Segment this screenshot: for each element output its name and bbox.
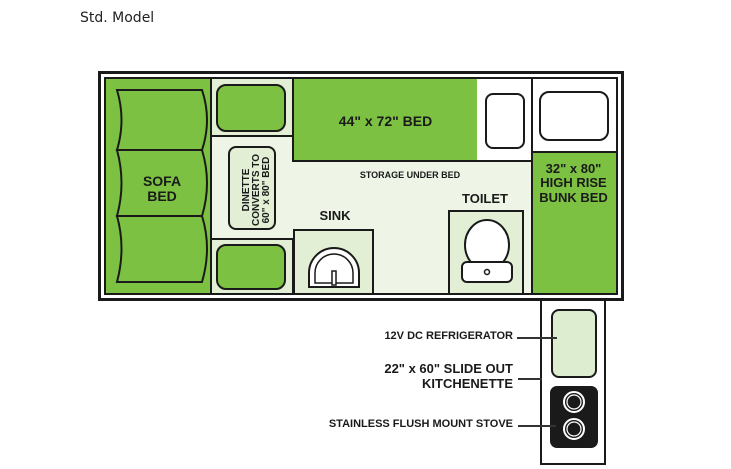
toilet-icon xyxy=(461,219,513,283)
main-bed-label: 44" x 72" BED xyxy=(338,113,433,129)
slide-out-label: 22" x 60" SLIDE OUT KITCHENETTE xyxy=(330,361,513,392)
bunk-label-line1: 32" x 80" xyxy=(545,161,602,176)
slide-out-label-line1: 22" x 60" SLIDE OUT xyxy=(384,361,513,376)
sink-basin-icon xyxy=(308,247,360,288)
wardrobe-panel xyxy=(485,93,525,149)
slide-out-label-line2: KITCHENETTE xyxy=(422,375,513,391)
slideout-leader-line xyxy=(518,378,542,380)
dinette-table xyxy=(228,146,276,230)
dinette-label-line3: 60" x 80" BED xyxy=(261,156,272,224)
dinette-seat-top xyxy=(216,84,286,132)
stove-label: STAINLESS FLUSH MOUNT STOVE xyxy=(328,418,513,430)
sofa-label-line1: SOFA xyxy=(142,173,182,189)
stove-burners-icon xyxy=(563,391,585,440)
main-bed xyxy=(292,79,479,162)
fridge-leader-line xyxy=(517,337,557,339)
bunk-label-line2: HIGH RISE xyxy=(540,175,607,191)
sofa-cushions-icon xyxy=(115,89,208,283)
stove xyxy=(550,386,598,448)
bunk-bed xyxy=(531,151,616,293)
bunk-bed-label: 32" x 80" HIGH RISE BUNK BED xyxy=(531,161,616,205)
toilet-label: TOILET xyxy=(462,191,508,206)
dinette-label: DINETTE CONVERTS TO 60" x 80" BED xyxy=(241,148,272,232)
stove-leader-line xyxy=(518,425,556,427)
sofa-label-line2: BED xyxy=(147,187,177,204)
page-title: Std. Model xyxy=(80,10,155,26)
bunk-cabinet-panel xyxy=(539,91,609,141)
sofa-bed-label: SOFA BED xyxy=(130,174,194,203)
storage-label: STORAGE UNDER BED xyxy=(359,170,461,180)
dinette-seat-bottom xyxy=(216,244,286,290)
sink-label: SINK xyxy=(319,208,351,223)
refrigerator-label: 12V DC REFRIGERATOR xyxy=(384,330,513,342)
bunk-label-line3: BUNK BED xyxy=(539,189,608,205)
refrigerator xyxy=(551,309,597,378)
